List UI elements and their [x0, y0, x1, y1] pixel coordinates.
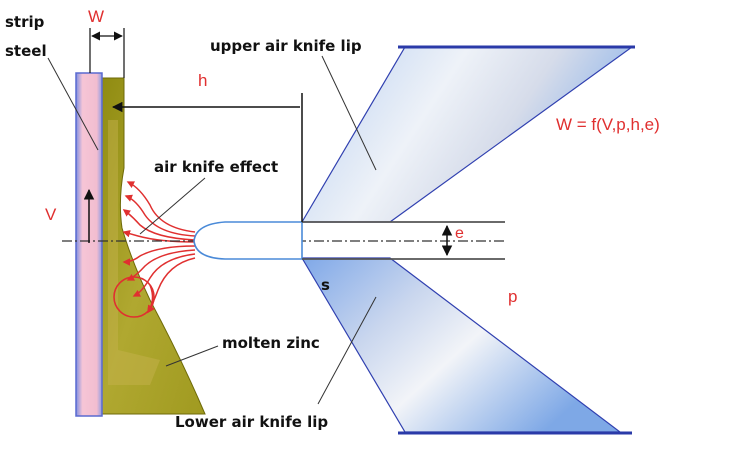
label-p: p — [508, 287, 517, 306]
flow-arrows-icon — [122, 181, 196, 314]
label-s: s — [321, 276, 330, 294]
label-lower-lip: Lower air knife lip — [175, 413, 328, 431]
label-w: W — [88, 7, 104, 26]
label-strip: strip — [5, 13, 45, 31]
upper-air-knife-lip — [300, 46, 634, 223]
leader-air-knife-effect — [139, 177, 206, 235]
label-formula: W = f(V,p,h,e) — [556, 115, 660, 134]
strip-steel — [75, 72, 103, 417]
zinc-highlight — [108, 120, 160, 385]
label-v: V — [45, 205, 57, 224]
label-steel: steel — [5, 42, 47, 60]
label-upper-lip: upper air knife lip — [210, 37, 362, 55]
molten-zinc-layer — [97, 77, 206, 415]
label-molten-zinc: molten zinc — [222, 334, 320, 352]
leader-upper-lip — [321, 55, 377, 171]
label-h: h — [198, 71, 207, 90]
leader-molten-zinc — [165, 345, 219, 367]
label-air-knife-effect: air knife effect — [154, 158, 278, 176]
leader-lower-lip — [317, 296, 377, 405]
nozzle-slot — [193, 221, 303, 260]
label-e: e — [455, 225, 464, 242]
leader-strip-steel — [47, 57, 99, 151]
